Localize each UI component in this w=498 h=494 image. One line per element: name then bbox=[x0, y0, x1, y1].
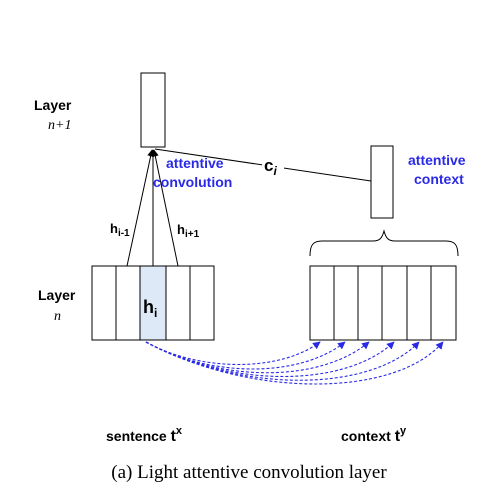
h-i-plus-1-label: hi+1 bbox=[177, 222, 200, 240]
layer-bottom-index: n bbox=[54, 309, 61, 324]
context-cell bbox=[309, 265, 335, 341]
sentence-cell bbox=[189, 265, 215, 341]
arrow-hi-plus-1 bbox=[151, 149, 179, 267]
h-i-label: hi bbox=[143, 297, 157, 320]
attentive-context-label-1: attentive bbox=[408, 152, 466, 168]
attention-arrows bbox=[145, 341, 444, 385]
context-cell bbox=[430, 265, 457, 341]
attentive-convolution-label-2: convolution bbox=[153, 174, 232, 190]
output-node-box bbox=[140, 72, 166, 148]
attentive-context-box bbox=[370, 145, 394, 219]
context-brace bbox=[309, 229, 459, 257]
context-cell bbox=[406, 265, 432, 341]
ci-label-bg bbox=[262, 154, 284, 174]
sentence-cell bbox=[165, 265, 191, 341]
context-sequence bbox=[309, 265, 457, 341]
figure-caption: (a) Light attentive convolution layer bbox=[111, 462, 387, 483]
context-cell bbox=[357, 265, 383, 341]
context-cell bbox=[333, 265, 359, 341]
context-cell bbox=[381, 265, 408, 341]
attentive-convolution-label-1: attentive bbox=[166, 155, 224, 171]
attention-arrow bbox=[145, 341, 321, 366]
sentence-sequence bbox=[91, 265, 215, 341]
layer-top-index: n+1 bbox=[48, 118, 71, 133]
sentence-cell bbox=[115, 265, 141, 341]
ci-label: ci bbox=[264, 156, 277, 178]
attentive-context-label-2: context bbox=[414, 171, 464, 187]
attention-arrow bbox=[145, 341, 420, 381]
sentence-label: sentence tx bbox=[106, 425, 183, 445]
arrow-hi-minus-1 bbox=[126, 149, 155, 267]
h-i-minus-1-label: hi-1 bbox=[110, 221, 130, 239]
layer-top-label: Layer bbox=[34, 97, 72, 113]
context-label: context ty bbox=[341, 425, 407, 445]
layer-bottom-label: Layer bbox=[38, 287, 76, 303]
attention-arrow bbox=[145, 341, 444, 385]
sentence-cell bbox=[91, 265, 117, 341]
